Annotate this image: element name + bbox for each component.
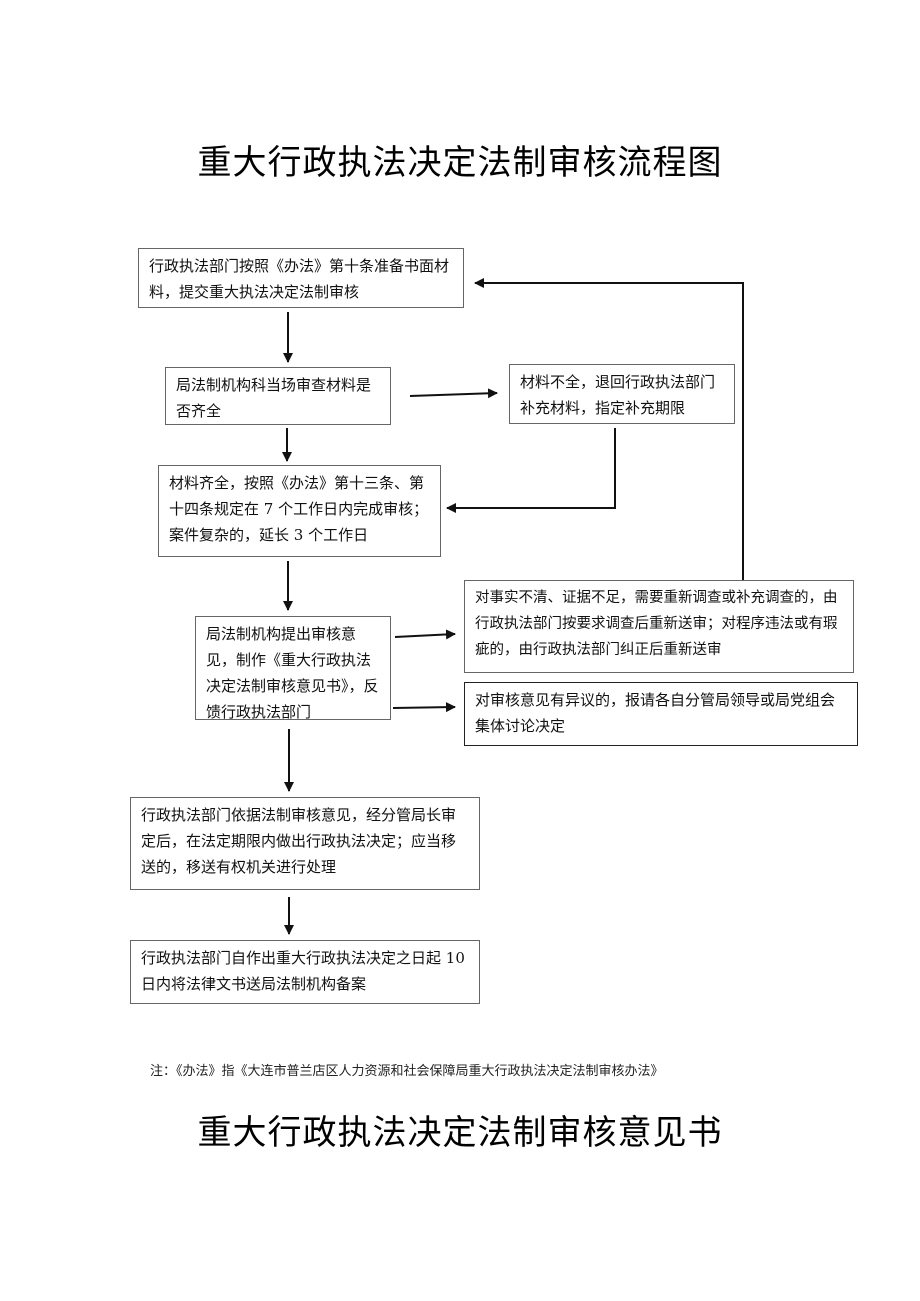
step-make-decision-text: 行政执法部门依据法制审核意见，经分管局长审定后，在法定期限内做出行政执法决定；应…	[141, 806, 457, 876]
step-review-within-deadline: 材料齐全，按照《办法》第十三条、第十四条规定在 7 个工作日内完成审核；案件复杂…	[158, 465, 441, 557]
footnote: 注：《办法》指《大连市普兰店区人力资源和社会保障局重大行政执法决定法制审核办法》	[150, 1064, 664, 1079]
side-reinvestigate: 对事实不清、证据不足，需要重新调查或补充调查的，由行政执法部门按要求调查后重新送…	[464, 580, 854, 673]
arrow-incomplete-return	[446, 428, 616, 513]
side-materials-incomplete: 材料不全，退回行政执法部门补充材料，指定补充期限	[509, 364, 735, 424]
subtitle: 重大行政执法决定法制审核意见书	[197, 1113, 723, 1153]
arrow-step4-to-reinvestigate	[394, 629, 456, 640]
step-check-completeness: 局法制机构科当场审查材料是否齐全	[165, 367, 391, 425]
step-prepare-materials: 行政执法部门按照《办法》第十条准备书面材料，提交重大执法决定法制审核	[138, 248, 464, 308]
step-file-record: 行政执法部门自作出重大行政执法决定之日起 10 日内将法律文书送局法制机构备案	[130, 940, 480, 1004]
side-materials-incomplete-text: 材料不全，退回行政执法部门补充材料，指定补充期限	[520, 373, 716, 417]
page-title: 重大行政执法决定法制审核流程图	[197, 143, 723, 183]
side-reinvestigate-text: 对事实不清、证据不足，需要重新调查或补充调查的，由行政执法部门按要求调查后重新送…	[475, 590, 838, 658]
side-dispute-escalation-text: 对审核意见有异议的，报请各自分管局领导或局党组会集体讨论决定	[475, 691, 836, 735]
arrow-step4-to-dispute	[392, 702, 456, 713]
step-check-completeness-text: 局法制机构科当场审查材料是否齐全	[176, 376, 372, 420]
arrow-step2-to-incomplete	[409, 388, 498, 399]
step-prepare-materials-text: 行政执法部门按照《办法》第十条准备书面材料，提交重大执法决定法制审核	[149, 257, 450, 301]
side-dispute-escalation: 对审核意见有异议的，报请各自分管局领导或局党组会集体讨论决定	[464, 682, 858, 746]
step-issue-opinion: 局法制机构提出审核意见，制作《重大行政执法决定法制审核意见书》，反馈行政执法部门	[195, 616, 391, 721]
step-file-record-text: 行政执法部门自作出重大行政执法决定之日起 10 日内将法律文书送局法制机构备案	[141, 949, 465, 993]
step-issue-opinion-text: 局法制机构提出审核意见，制作《重大行政执法决定法制审核意见书》，反馈行政执法部门	[206, 625, 379, 721]
arrow-reinvestigate-return	[474, 278, 744, 580]
step-make-decision: 行政执法部门依据法制审核意见，经分管局长审定后，在法定期限内做出行政执法决定；应…	[130, 797, 480, 890]
step-review-within-deadline-text: 材料齐全，按照《办法》第十三条、第十四条规定在 7 个工作日内完成审核；案件复杂…	[169, 474, 429, 544]
